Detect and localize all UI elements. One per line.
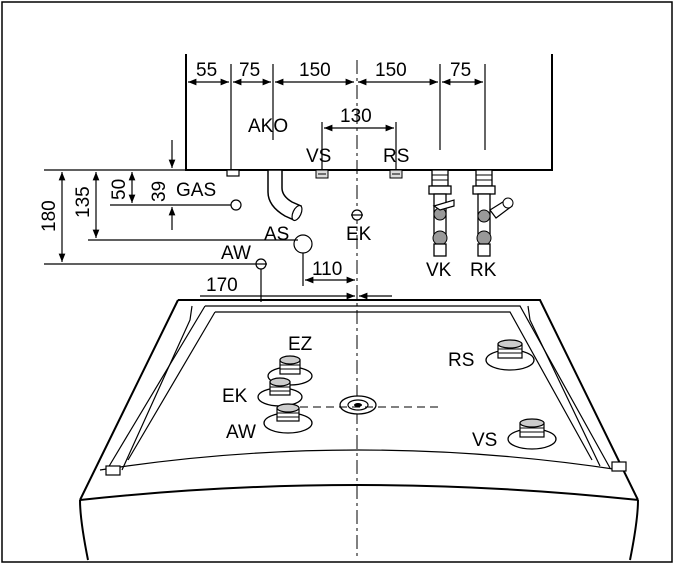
gas-marker	[230, 199, 242, 211]
base-foot-right	[611, 461, 627, 472]
vk-label: VK	[426, 260, 452, 281]
as-label: AS	[264, 224, 289, 245]
dim-150-left-label: 150	[299, 60, 331, 81]
left-dimension-extension-lines	[44, 169, 298, 265]
ez-label: EZ	[288, 334, 313, 355]
dim-130-label: 130	[340, 106, 372, 127]
base-outer-outline	[79, 299, 639, 501]
dim-50-label: 50	[109, 179, 130, 200]
rs-floor-label: RS	[448, 350, 474, 371]
vs-floor-connection	[507, 418, 557, 450]
base-foot-left	[105, 465, 121, 476]
dim-39-label: 39	[149, 181, 170, 202]
rs-top-label: RS	[383, 146, 409, 167]
ek-top-label: EK	[346, 224, 372, 245]
dim-55-label: 55	[196, 60, 217, 81]
dim-110-label: 110	[312, 259, 342, 280]
dim-150-right-label: 150	[375, 60, 407, 81]
boiler-base-view: EZ EK AW RS	[79, 299, 639, 561]
aw-floor-label: AW	[226, 422, 256, 443]
rk-valve	[472, 169, 514, 257]
dim-180-label: 180	[39, 200, 60, 232]
dim-75-right-label: 75	[450, 60, 471, 81]
aw-top-label: AW	[221, 243, 251, 264]
aw-floor-connection	[263, 403, 313, 434]
rs-top-fitting	[389, 169, 403, 179]
vs-floor-label: VS	[472, 430, 497, 451]
dim-130-line	[321, 122, 397, 172]
dim-170-label: 170	[206, 275, 238, 296]
top-dimension-extension-lines	[230, 64, 486, 170]
as-marker	[293, 234, 313, 254]
ako-label: AKO	[248, 116, 288, 137]
vs-top-label: VS	[306, 146, 331, 167]
center-drain	[339, 395, 377, 415]
gas-fitting	[226, 169, 240, 177]
dim-75-label: 75	[239, 60, 260, 81]
boiler-body-outline	[185, 54, 553, 171]
ek-floor-label: EK	[222, 386, 248, 407]
gas-label: GAS	[176, 180, 216, 201]
base-front-curve	[79, 484, 639, 501]
boiler-top-view: 55 75 150 150 75 130 GAS AKO VS RS	[39, 54, 553, 560]
ek-floor-connection	[257, 377, 303, 407]
dim-135-label: 135	[73, 186, 94, 218]
rs-floor-connection	[485, 339, 535, 371]
vs-top-fitting	[315, 169, 329, 179]
vk-valve	[428, 169, 455, 257]
rk-label: RK	[470, 260, 497, 281]
